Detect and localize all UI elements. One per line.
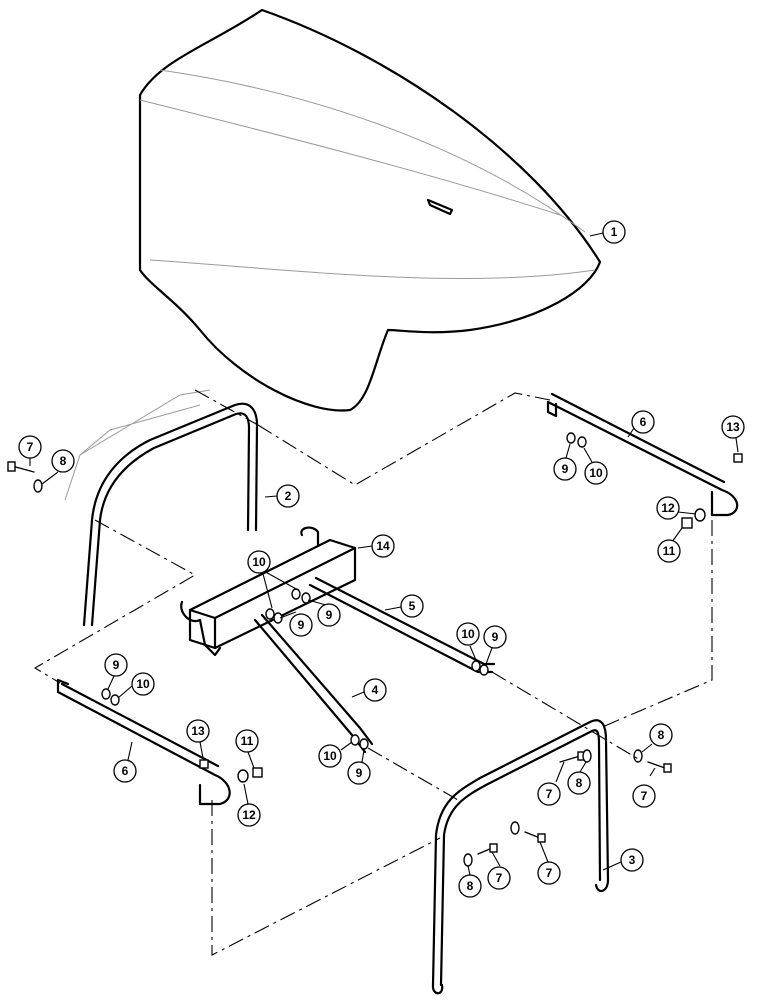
callout-9-c: 9 bbox=[289, 613, 313, 637]
callout-13-a: 13 bbox=[721, 415, 745, 439]
right-support-bar-part bbox=[546, 392, 739, 517]
svg-text:7: 7 bbox=[546, 866, 553, 880]
svg-text:5: 5 bbox=[409, 599, 416, 613]
callout-12-a: 12 bbox=[656, 496, 680, 520]
callout-7-b: 7 bbox=[537, 782, 561, 806]
callout-9-f: 9 bbox=[347, 761, 371, 785]
svg-text:10: 10 bbox=[136, 677, 150, 691]
svg-text:13: 13 bbox=[191, 724, 205, 738]
hardware-items bbox=[7, 432, 743, 867]
svg-text:1: 1 bbox=[611, 225, 618, 239]
svg-text:2: 2 bbox=[285, 489, 292, 503]
right-hoop-part bbox=[431, 719, 610, 995]
callout-5: 5 bbox=[400, 594, 424, 618]
svg-text:6: 6 bbox=[122, 764, 129, 778]
callout-14: 14 bbox=[371, 534, 395, 558]
svg-text:11: 11 bbox=[663, 544, 676, 558]
callout-12-b: 12 bbox=[237, 803, 261, 827]
svg-text:10: 10 bbox=[589, 466, 603, 480]
canopy-part bbox=[138, 8, 602, 412]
callout-7-c: 7 bbox=[632, 784, 656, 808]
lower-strut-part bbox=[253, 613, 374, 754]
callout-10-a: 10 bbox=[584, 461, 608, 485]
callout-9-e: 9 bbox=[483, 625, 507, 649]
svg-text:6: 6 bbox=[640, 415, 647, 429]
svg-text:7: 7 bbox=[27, 440, 34, 454]
callout-11-a: 11 bbox=[657, 539, 681, 563]
alignment-lines bbox=[33, 389, 713, 956]
callout-10-e: 10 bbox=[318, 744, 342, 768]
svg-text:12: 12 bbox=[242, 808, 256, 822]
callout-9-a: 9 bbox=[553, 457, 577, 481]
svg-text:9: 9 bbox=[562, 462, 569, 476]
svg-text:9: 9 bbox=[298, 618, 305, 632]
callout-6-right: 6 bbox=[631, 410, 655, 434]
svg-text:14: 14 bbox=[376, 539, 390, 553]
svg-text:4: 4 bbox=[372, 683, 379, 697]
callout-1: 1 bbox=[602, 220, 626, 244]
svg-text:10: 10 bbox=[461, 627, 475, 641]
callout-7-a: 7 bbox=[18, 435, 42, 459]
callout-9-b: 9 bbox=[104, 653, 128, 677]
callout-6-left: 6 bbox=[113, 759, 137, 783]
svg-text:13: 13 bbox=[726, 420, 740, 434]
svg-text:10: 10 bbox=[252, 555, 266, 569]
callout-8-b: 8 bbox=[567, 771, 591, 795]
svg-text:9: 9 bbox=[492, 630, 499, 644]
callout-8-d: 8 bbox=[458, 874, 482, 898]
callout-9-d: 9 bbox=[317, 603, 341, 627]
callout-7-d: 7 bbox=[487, 866, 511, 890]
callout-10-b: 10 bbox=[131, 672, 155, 696]
svg-text:12: 12 bbox=[661, 501, 675, 515]
callout-8-c: 8 bbox=[649, 723, 673, 747]
svg-text:8: 8 bbox=[60, 454, 67, 468]
callout-13-b: 13 bbox=[186, 719, 210, 743]
svg-text:9: 9 bbox=[356, 766, 363, 780]
callout-4: 4 bbox=[363, 678, 387, 702]
svg-text:7: 7 bbox=[546, 787, 553, 801]
svg-text:8: 8 bbox=[467, 879, 474, 893]
svg-text:11: 11 bbox=[241, 734, 254, 748]
svg-text:8: 8 bbox=[576, 776, 583, 790]
callout-3: 3 bbox=[620, 848, 644, 872]
callout-7-e: 7 bbox=[537, 861, 561, 885]
svg-text:3: 3 bbox=[629, 853, 636, 867]
callout-11-b: 11 bbox=[235, 729, 259, 753]
svg-text:9: 9 bbox=[113, 658, 120, 672]
svg-text:9: 9 bbox=[326, 608, 333, 622]
callouts: 1 2 3 4 5 6 6 7 7 7 7 7 8 8 8 8 9 bbox=[18, 220, 745, 898]
svg-text:7: 7 bbox=[641, 789, 648, 803]
svg-text:10: 10 bbox=[323, 749, 337, 763]
callout-8-a: 8 bbox=[51, 449, 75, 473]
callout-10-c: 10 bbox=[247, 550, 271, 574]
mounting-bracket-part bbox=[180, 526, 357, 657]
callout-10-d: 10 bbox=[456, 622, 480, 646]
left-support-bar-part bbox=[56, 678, 231, 806]
svg-text:7: 7 bbox=[496, 871, 503, 885]
callout-2: 2 bbox=[276, 484, 300, 508]
svg-text:8: 8 bbox=[658, 728, 665, 742]
left-hoop-part bbox=[64, 389, 259, 627]
